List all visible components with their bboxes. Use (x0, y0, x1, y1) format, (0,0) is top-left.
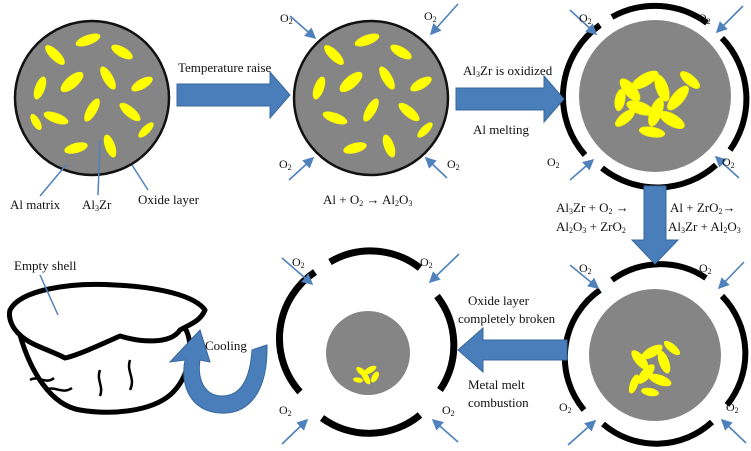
label-metal-melt-2: combustion (468, 395, 529, 410)
particle-reacting (561, 261, 749, 447)
label-o2: O2 (279, 403, 292, 418)
arrow-down (630, 185, 680, 265)
label-o2: O2 (579, 11, 592, 26)
particle-combustion (275, 247, 458, 437)
label-o2: O2 (424, 9, 437, 24)
label-oxide-broken-1: Oxide layer (468, 293, 530, 308)
label-o2: O2 (726, 400, 739, 415)
label-oxide-broken-2: completely broken (458, 311, 556, 326)
label-empty-shell: Empty shell (14, 258, 77, 273)
label-o2: O2 (579, 261, 592, 276)
label-al3zr: Al3Zr (82, 197, 112, 213)
label-al-matrix: Al matrix (10, 197, 61, 212)
label-o2: O2 (442, 403, 455, 418)
label-oxide-layer: Oxide layer (138, 192, 200, 207)
label-o2: O2 (280, 11, 293, 26)
empty-shell-drawing (7, 281, 208, 415)
label-o2: O2 (722, 155, 735, 170)
label-o2: O2 (547, 155, 560, 170)
label-reaction-zro2-line1: Al + ZrO2→ (670, 200, 736, 216)
label-reaction-al-oxidation: Al + O2 → Al2O3 (323, 192, 413, 208)
label-cooling: Cooling (205, 338, 247, 353)
label-al-melting: Al melting (473, 122, 529, 137)
label-o2: O2 (699, 261, 712, 276)
al3zr-inclusions (30, 33, 154, 158)
label-o2: O2 (559, 400, 572, 415)
label-o2: O2 (447, 157, 460, 172)
cooling-arrow (168, 329, 268, 414)
o2-arrows (281, 3, 747, 446)
label-pointers (39, 139, 149, 197)
label-al3zr-oxidized: Al3Zr is oxidized (463, 63, 553, 79)
arrow-left (457, 326, 568, 374)
al3zr-residue (353, 365, 379, 385)
label-o2: O2 (279, 157, 292, 172)
label-o2: O2 (292, 255, 305, 270)
al3zr-cluster (614, 70, 700, 138)
particle-al-melting (559, 2, 750, 191)
label-o2: O2 (420, 255, 433, 270)
label-reaction-al3zr-line1: Al3Zr + O2 → (556, 200, 629, 216)
empty-shell-pointer (39, 274, 59, 316)
arrow-oxidation (455, 74, 565, 124)
particle-oxidizing (292, 19, 450, 177)
arrow-temperature-raise (176, 70, 291, 120)
particle-initial (13, 19, 171, 177)
label-metal-melt-1: Metal melt (468, 377, 525, 392)
al3zr-inclusions (312, 33, 433, 158)
label-temperature-raise: Temperature raise (178, 60, 272, 75)
al3zr-cluster (628, 340, 681, 397)
label-reaction-zro2-line2: Al3Zr + Al2O3 (668, 219, 741, 235)
label-reaction-al3zr-line2: Al2O3 + ZrO2 (556, 219, 626, 235)
process-arrows (176, 70, 680, 374)
label-o2: O2 (698, 11, 711, 26)
